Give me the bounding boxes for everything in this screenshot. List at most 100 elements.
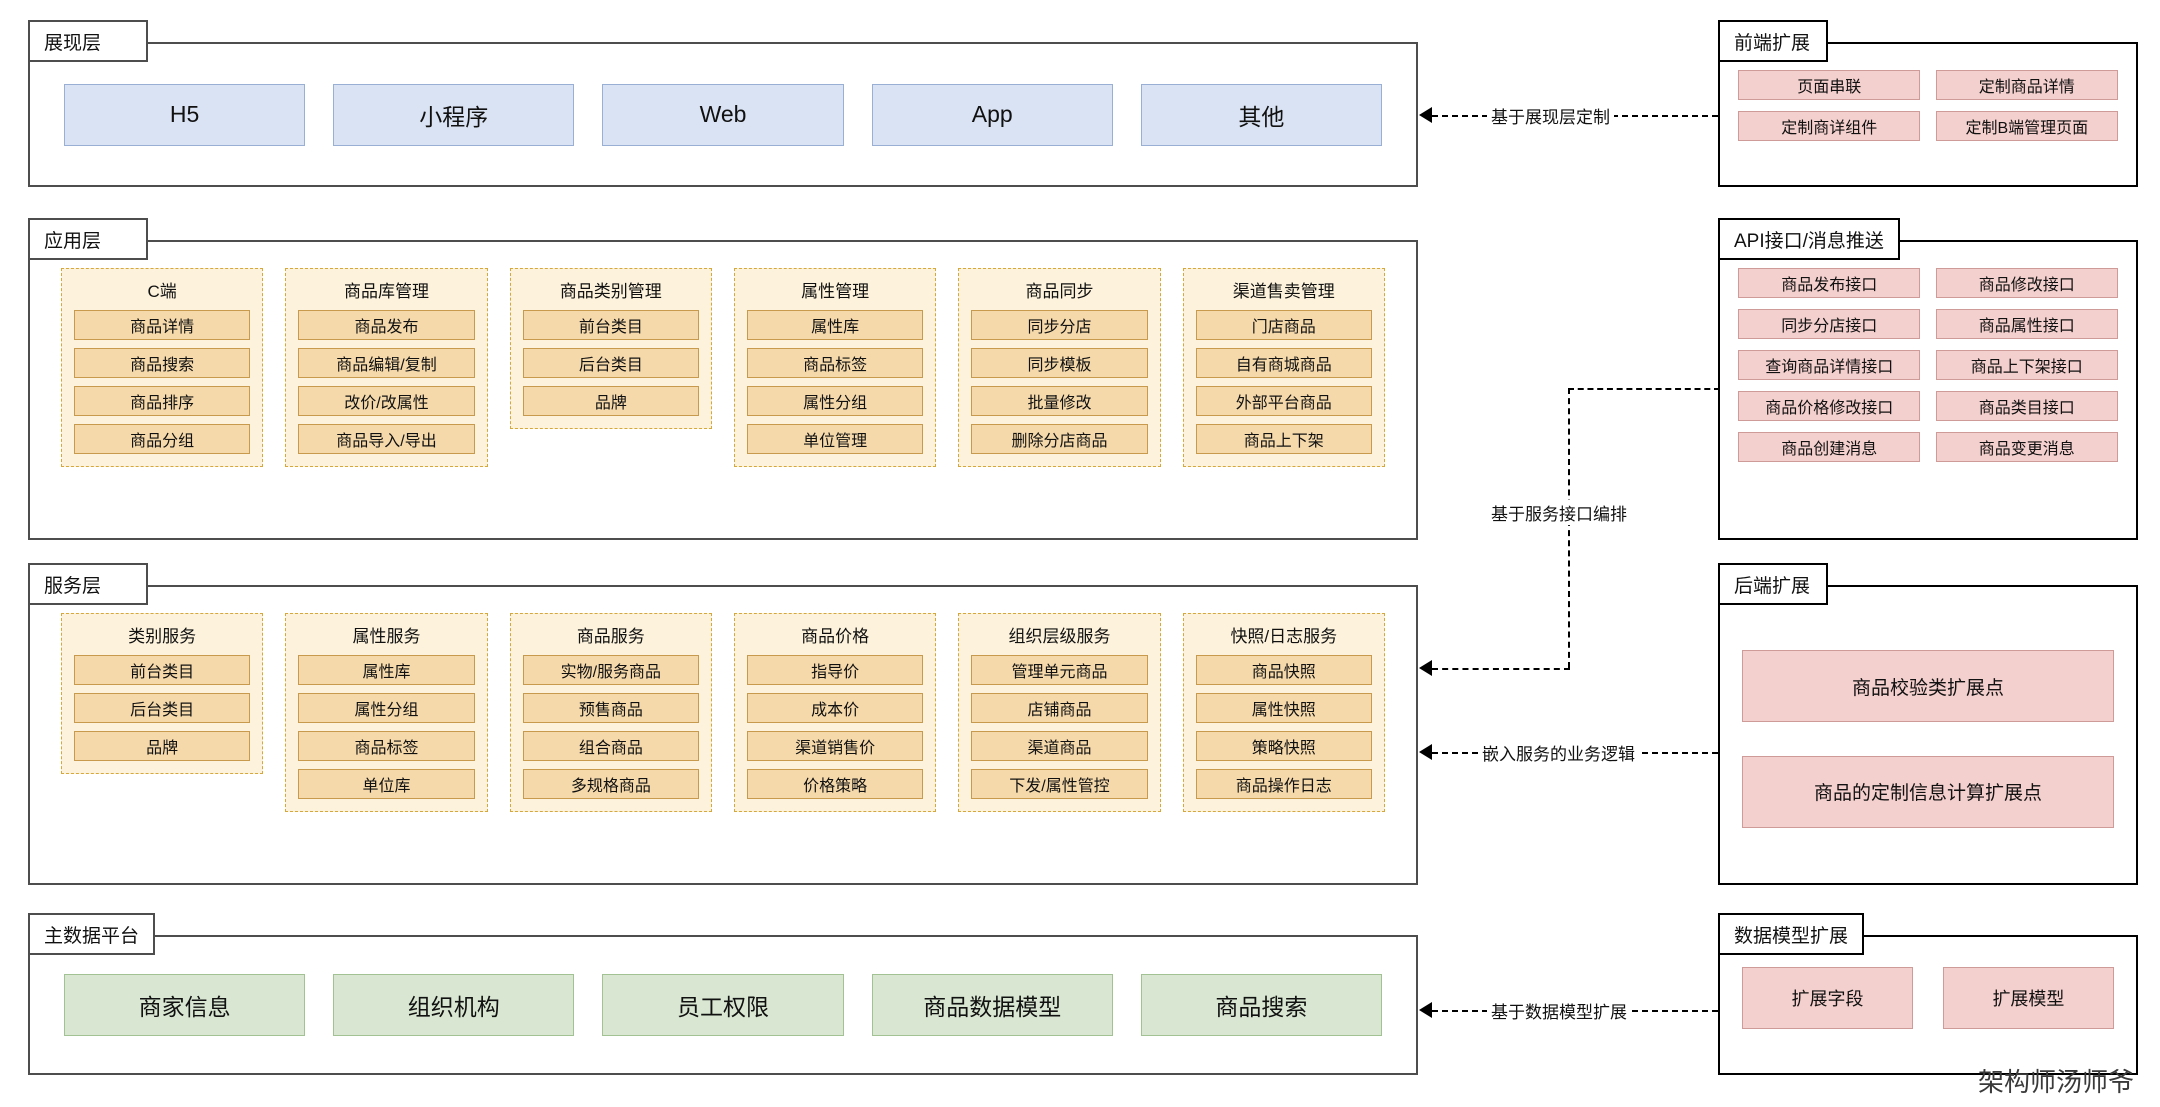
backend-chip-custom-info-calc-extension[interactable]: 商品的定制信息计算扩展点 bbox=[1742, 755, 2114, 828]
api-chip-attribute[interactable]: 商品属性接口 bbox=[1935, 309, 2118, 339]
app-group-category-management: 商品类别管理 前台类目 后台类目 品牌 bbox=[509, 268, 712, 429]
app-item[interactable]: 品牌 bbox=[522, 386, 699, 416]
panel-api-extension-body: 商品发布接口 商品修改接口 同步分店接口 商品属性接口 查询商品详情接口 商品上… bbox=[1720, 242, 2136, 538]
svc-item[interactable]: 成本价 bbox=[746, 693, 924, 723]
svc-item[interactable]: 价格策略 bbox=[746, 769, 924, 799]
svc-item[interactable]: 组合商品 bbox=[522, 731, 699, 761]
group-title: 属性服务 bbox=[352, 627, 421, 646]
panel-datamodel-extension-body: 扩展字段 扩展模型 bbox=[1720, 937, 2136, 1073]
api-chip-change-message[interactable]: 商品变更消息 bbox=[1935, 432, 2118, 462]
backend-chip-validation-extension[interactable]: 商品校验类扩展点 bbox=[1742, 650, 2114, 723]
svc-item[interactable]: 下发/属性管控 bbox=[971, 769, 1148, 799]
presentation-box-h5[interactable]: H5 bbox=[64, 83, 306, 146]
layer-master-data-body: 商家信息 组织机构 员工权限 商品数据模型 商品搜索 bbox=[30, 937, 1416, 1073]
app-item[interactable]: 商品分组 bbox=[74, 424, 251, 454]
layer-application-body: C端 商品详情 商品搜索 商品排序 商品分组 商品库管理 商品发布 商品编辑/复… bbox=[30, 242, 1416, 538]
panel-api-extension-title: API接口/消息推送 bbox=[1718, 218, 1900, 260]
svc-item[interactable]: 商品标签 bbox=[298, 731, 475, 761]
connector-line-api-top bbox=[1568, 388, 1720, 390]
app-item[interactable]: 商品搜索 bbox=[74, 348, 251, 378]
app-item[interactable]: 单位管理 bbox=[746, 424, 924, 454]
presentation-box-other[interactable]: 其他 bbox=[1140, 83, 1383, 146]
svc-group-snapshot-log: 快照/日志服务 商品快照 属性快照 策略快照 商品操作日志 bbox=[1182, 613, 1385, 812]
svc-item[interactable]: 单位库 bbox=[298, 769, 475, 799]
svc-item[interactable]: 渠道销售价 bbox=[746, 731, 924, 761]
svc-item[interactable]: 品牌 bbox=[74, 731, 251, 761]
group-title: 商品库管理 bbox=[343, 282, 429, 301]
app-item[interactable]: 批量修改 bbox=[971, 386, 1148, 416]
masterdata-box-product-data-model[interactable]: 商品数据模型 bbox=[871, 974, 1113, 1036]
group-title: 快照/日志服务 bbox=[1230, 627, 1338, 646]
app-item[interactable]: 商品编辑/复制 bbox=[298, 348, 475, 378]
svc-item[interactable]: 商品快照 bbox=[1195, 655, 1372, 685]
group-title: 组织层级服务 bbox=[1008, 627, 1111, 646]
app-item[interactable]: 商品导入/导出 bbox=[298, 424, 475, 454]
app-item[interactable]: 属性库 bbox=[746, 310, 924, 340]
svc-item[interactable]: 后台类目 bbox=[74, 693, 251, 723]
layer-master-data-platform: 主数据平台 商家信息 组织机构 员工权限 商品数据模型 商品搜索 bbox=[28, 913, 1418, 1075]
group-title: 属性管理 bbox=[801, 282, 870, 301]
panel-frontend-extension-body: 页面串联 定制商品详情 定制商详组件 定制B端管理页面 bbox=[1720, 44, 2136, 185]
svc-item[interactable]: 策略快照 bbox=[1195, 731, 1372, 761]
app-item[interactable]: 前台类目 bbox=[522, 310, 699, 340]
svc-item[interactable]: 属性库 bbox=[298, 655, 475, 685]
app-item[interactable]: 同步分店 bbox=[971, 310, 1148, 340]
svc-item[interactable]: 店铺商品 bbox=[971, 693, 1148, 723]
masterdata-box-product-search[interactable]: 商品搜索 bbox=[1140, 974, 1383, 1036]
app-item[interactable]: 外部平台商品 bbox=[1195, 386, 1372, 416]
frontend-chip-custom-product-detail[interactable]: 定制商品详情 bbox=[1935, 70, 2118, 100]
frontend-chip-page-chain[interactable]: 页面串联 bbox=[1738, 70, 1921, 100]
group-title: 商品服务 bbox=[576, 627, 645, 646]
datamodel-chip-extension-field[interactable]: 扩展字段 bbox=[1742, 967, 1914, 1029]
app-item[interactable]: 改价/改属性 bbox=[298, 386, 475, 416]
svc-item[interactable]: 渠道商品 bbox=[971, 731, 1148, 761]
svc-item[interactable]: 前台类目 bbox=[74, 655, 251, 685]
datamodel-chip-extension-model[interactable]: 扩展模型 bbox=[1942, 967, 2114, 1029]
api-chip-query-detail[interactable]: 查询商品详情接口 bbox=[1738, 350, 1921, 380]
api-chip-price-modify[interactable]: 商品价格修改接口 bbox=[1738, 391, 1921, 421]
group-title: 商品价格 bbox=[801, 627, 870, 646]
svc-item[interactable]: 实物/服务商品 bbox=[522, 655, 699, 685]
api-chip-category[interactable]: 商品类目接口 bbox=[1935, 391, 2118, 421]
group-title: 商品同步 bbox=[1025, 282, 1094, 301]
svc-item[interactable]: 指导价 bbox=[746, 655, 924, 685]
app-item[interactable]: 自有商城商品 bbox=[1195, 348, 1372, 378]
app-item[interactable]: 商品发布 bbox=[298, 310, 475, 340]
presentation-box-app[interactable]: App bbox=[871, 83, 1113, 146]
svc-item[interactable]: 多规格商品 bbox=[522, 769, 699, 799]
masterdata-box-merchant-info[interactable]: 商家信息 bbox=[64, 974, 306, 1036]
svc-item[interactable]: 商品操作日志 bbox=[1195, 769, 1372, 799]
app-item[interactable]: 属性分组 bbox=[746, 386, 924, 416]
api-chip-create-message[interactable]: 商品创建消息 bbox=[1738, 432, 1921, 462]
app-item[interactable]: 门店商品 bbox=[1195, 310, 1372, 340]
app-item[interactable]: 商品标签 bbox=[746, 348, 924, 378]
app-item[interactable]: 商品详情 bbox=[74, 310, 251, 340]
svc-item[interactable]: 管理单元商品 bbox=[971, 655, 1148, 685]
app-item[interactable]: 商品排序 bbox=[74, 386, 251, 416]
app-item[interactable]: 后台类目 bbox=[522, 348, 699, 378]
svc-group-product-service: 商品服务 实物/服务商品 预售商品 组合商品 多规格商品 bbox=[509, 613, 712, 812]
api-chip-shelf[interactable]: 商品上下架接口 bbox=[1935, 350, 2118, 380]
presentation-box-web[interactable]: Web bbox=[602, 83, 844, 146]
layer-service-body: 类别服务 前台类目 后台类目 品牌 属性服务 属性库 属性分组 商品标签 单位库… bbox=[30, 587, 1416, 883]
api-chip-publish[interactable]: 商品发布接口 bbox=[1738, 268, 1921, 298]
connector-line-api-bottom bbox=[1432, 668, 1570, 670]
app-item[interactable]: 同步模板 bbox=[971, 348, 1148, 378]
masterdata-box-employee-permission[interactable]: 员工权限 bbox=[602, 974, 844, 1036]
app-item[interactable]: 商品上下架 bbox=[1195, 424, 1372, 454]
api-chip-sync-branch[interactable]: 同步分店接口 bbox=[1738, 309, 1921, 339]
app-item[interactable]: 删除分店商品 bbox=[971, 424, 1148, 454]
svc-item[interactable]: 属性快照 bbox=[1195, 693, 1372, 723]
masterdata-box-organization[interactable]: 组织机构 bbox=[333, 974, 575, 1036]
panel-datamodel-extension: 数据模型扩展 扩展字段 扩展模型 bbox=[1718, 913, 2138, 1075]
group-title: 类别服务 bbox=[128, 627, 197, 646]
presentation-box-miniprogram[interactable]: 小程序 bbox=[333, 83, 575, 146]
frontend-chip-custom-detail-component[interactable]: 定制商详组件 bbox=[1738, 111, 1921, 141]
layer-service: 服务层 类别服务 前台类目 后台类目 品牌 属性服务 属性库 属性分组 商品标签… bbox=[28, 563, 1418, 885]
panel-api-extension: API接口/消息推送 商品发布接口 商品修改接口 同步分店接口 商品属性接口 查… bbox=[1718, 218, 2138, 540]
api-chip-modify[interactable]: 商品修改接口 bbox=[1935, 268, 2118, 298]
frontend-chip-custom-b-admin-page[interactable]: 定制B端管理页面 bbox=[1935, 111, 2118, 141]
svc-item[interactable]: 属性分组 bbox=[298, 693, 475, 723]
svc-item[interactable]: 预售商品 bbox=[522, 693, 699, 723]
